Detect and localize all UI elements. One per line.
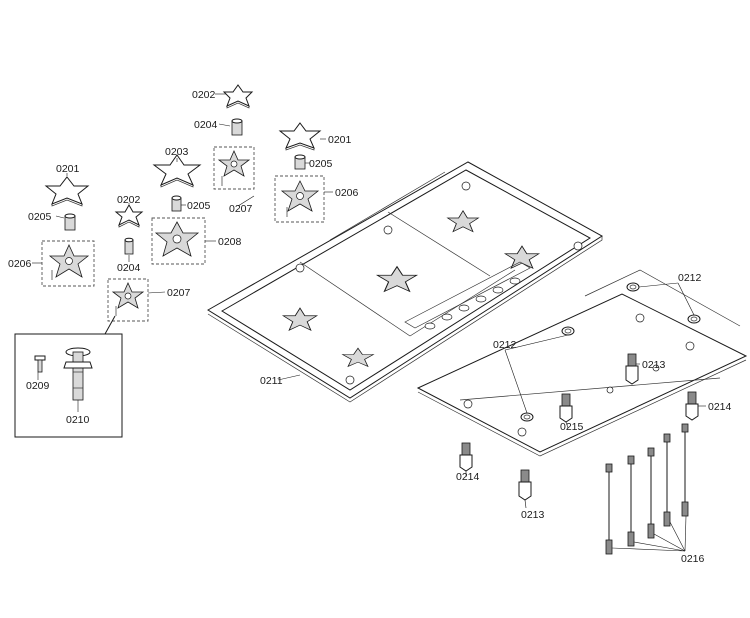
label-0206-left: 0206 — [8, 258, 32, 270]
detail-box-igniter — [14, 315, 123, 438]
label-0209: 0209 — [26, 380, 50, 392]
burner-base-0207-top — [213, 146, 255, 190]
valve-0213-a — [625, 353, 639, 385]
cooktop-surface-0211 — [207, 161, 603, 403]
label-0205-right: 0205 — [309, 158, 333, 170]
label-0215: 0215 — [560, 421, 584, 433]
ignition-wires-0216 — [605, 423, 689, 555]
part-labels: 0202 0204 0201 0203 0205 0207 0206 0201 … — [8, 89, 732, 565]
grommet-0212-b — [687, 314, 701, 324]
label-0201-right: 0201 — [328, 134, 352, 146]
valve-0214-a — [685, 391, 699, 421]
label-0213-right: 0213 — [642, 359, 666, 371]
label-0202-top: 0202 — [192, 89, 216, 101]
label-0210: 0210 — [66, 414, 90, 426]
label-0207-left: 0207 — [167, 287, 191, 299]
label-0212-left: 0212 — [493, 339, 517, 351]
grommet-0212-c — [561, 326, 575, 336]
burner-cap-0202-top — [222, 84, 254, 109]
burner-base-0208 — [151, 217, 206, 265]
manifold-frame — [416, 269, 748, 457]
burner-cap-0203 — [152, 154, 202, 188]
label-0207-top: 0207 — [229, 203, 253, 215]
spreader-0204-left — [124, 237, 134, 255]
burner-base-0206-left — [41, 240, 95, 287]
grommet-0212-d — [520, 412, 534, 422]
spreader-0204-top — [231, 118, 243, 136]
label-0208: 0208 — [218, 236, 242, 248]
spreader-0205-left — [64, 213, 76, 231]
burner-cap-0201-right — [278, 122, 322, 151]
label-0204-left: 0204 — [117, 262, 141, 274]
label-0204-top: 0204 — [194, 119, 218, 131]
label-0213-bottom: 0213 — [521, 509, 545, 521]
label-0212-top: 0212 — [678, 272, 702, 284]
burner-cap-0201-left — [44, 176, 90, 207]
label-0214-right: 0214 — [708, 401, 732, 413]
valve-0214-b — [459, 442, 473, 472]
burner-cap-0202-left — [114, 203, 144, 228]
label-0202-left: 0202 — [117, 194, 141, 206]
valve-0213-b — [518, 469, 532, 501]
burner-base-0207-left — [107, 278, 149, 322]
valve-0215 — [559, 393, 573, 423]
label-0201-left: 0201 — [56, 163, 80, 175]
burner-base-0206-right — [274, 175, 325, 223]
label-0205-left: 0205 — [28, 211, 52, 223]
label-0203: 0203 — [165, 146, 189, 158]
grommet-0212-a — [626, 282, 640, 292]
label-0206-right: 0206 — [335, 187, 359, 199]
leader-lines — [32, 93, 706, 552]
label-0211: 0211 — [260, 375, 283, 387]
label-0214-left: 0214 — [456, 471, 480, 483]
spreader-0205-mid — [171, 195, 182, 212]
screw-0209 — [34, 355, 46, 373]
spreader-0205-right — [294, 154, 306, 170]
label-0216: 0216 — [681, 553, 705, 565]
label-0205-mid: 0205 — [187, 200, 211, 212]
electrode-0210 — [63, 347, 93, 401]
